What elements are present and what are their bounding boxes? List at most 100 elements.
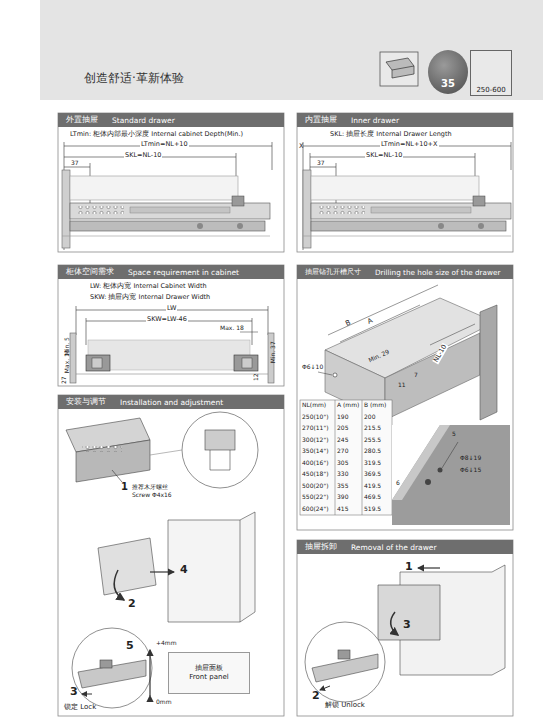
dimension-label: 锁定 Lock — [64, 704, 96, 712]
removal-drawing — [418, 567, 440, 568]
page-title: 创造舒适·革新体验 — [84, 70, 184, 87]
table-cell: 369.5 — [364, 471, 381, 478]
section-header: 抽屉拆卸Removal of the drawer — [297, 540, 513, 554]
table-cell: 600(24") — [302, 506, 329, 513]
table-cell: 300(12") — [302, 437, 329, 444]
install-drawing — [205, 430, 235, 450]
cabinet-section — [88, 340, 250, 370]
dimension-label: 0mm — [156, 699, 172, 706]
section-header: 内置抽屉Inner drawer — [297, 113, 513, 127]
install-drawing — [98, 538, 156, 595]
cabinet-section — [234, 355, 258, 371]
dimension-label: A — [367, 317, 375, 326]
dimension-label: B — [345, 319, 353, 328]
dimension-label: 11 — [398, 382, 406, 389]
panel-frames — [58, 395, 284, 716]
node-text: 35 — [441, 78, 455, 89]
node-subtext: Standard drawer — [112, 116, 175, 125]
dimension-lines — [236, 153, 237, 176]
table-cell: NL(mm) — [302, 402, 326, 409]
callout-number: 3 — [70, 686, 78, 698]
node-text: 内置抽屉 — [305, 115, 337, 125]
table-cell: 390 — [337, 494, 348, 501]
drawer-iso — [385, 333, 480, 420]
illustration — [62, 170, 270, 248]
removal-drawing — [305, 622, 385, 702]
hole-detail — [392, 425, 510, 525]
table-cell: 255.5 — [364, 437, 381, 444]
dimension-label: +4mm — [156, 640, 177, 647]
node-subtext: Installation and adjustment — [120, 398, 223, 407]
node-text: 柜体空间需求 — [66, 267, 114, 277]
table-cell: 319.5 — [364, 460, 381, 467]
cabinet-section — [70, 306, 274, 383]
table-cell: 245 — [337, 437, 348, 444]
panel-frames — [297, 113, 513, 252]
front-panel-box: 抽屉面板Front panel — [168, 652, 250, 694]
dimension-label: Min. 37 — [270, 341, 277, 363]
install-drawing — [150, 450, 182, 455]
install-drawing — [182, 412, 258, 488]
table-cell: 215.5 — [364, 425, 381, 432]
hole-detail — [425, 479, 431, 485]
callout-number: 4 — [180, 564, 188, 576]
table-cell: 550(22") — [302, 494, 329, 501]
dimension-label: 7 — [414, 372, 418, 379]
install-drawing — [149, 650, 150, 696]
node-text: 外置抽屉 — [66, 115, 98, 125]
dimension-label: 解锁 Unlock — [325, 702, 365, 710]
dimension-label: SKL: 抽屉长度 Internal Drawer Length — [330, 131, 452, 138]
dimension-label: LTmin=NL+10+X — [380, 141, 439, 148]
table-cell: A (mm) — [337, 402, 359, 409]
dimension-lines — [310, 167, 336, 168]
dimension-label: 27 — [61, 376, 68, 384]
panel-frames — [58, 113, 284, 252]
table-cell: 450(18") — [302, 471, 329, 478]
dimension-label: 6 — [396, 480, 400, 487]
hole-detail — [392, 425, 510, 525]
hole-detail — [442, 442, 458, 468]
cabinet-section — [252, 318, 253, 345]
install-drawing — [210, 450, 230, 470]
drawer-iso — [318, 372, 332, 375]
callout-number: 2 — [128, 598, 136, 610]
illustration — [303, 170, 511, 248]
drawer-iso — [328, 285, 438, 335]
dimension-label: NL-10 — [432, 343, 449, 365]
callout-number: 2 — [312, 690, 320, 702]
removal-drawing — [320, 686, 330, 690]
size-table — [335, 400, 336, 515]
panel-frames — [297, 265, 513, 530]
install-drawing — [82, 446, 122, 452]
table-cell: 355 — [337, 483, 348, 490]
hole-detail — [392, 425, 510, 525]
dimension-label: 37 — [71, 160, 79, 167]
table-cell: 200 — [364, 414, 375, 421]
dimension-label: Φ6↓15 — [460, 467, 481, 474]
dimension-label: Screw Φ4x16 — [132, 492, 172, 499]
cabinet-section — [242, 358, 252, 368]
install-drawing — [78, 660, 146, 688]
dimension-label: SKL=NL-10 — [365, 152, 403, 159]
install-drawing — [112, 470, 122, 482]
dimension-label: Φ6↓10 — [302, 364, 323, 371]
size-table — [300, 400, 392, 515]
dimension-lines — [272, 142, 273, 170]
table-cell: 415 — [337, 506, 348, 513]
dimension-label: SKW: 抽屉内宽 Internal Drawer Width — [90, 294, 210, 301]
install-drawing — [240, 520, 241, 622]
install-drawing — [100, 660, 112, 668]
cabinet-section — [240, 332, 258, 333]
table-cell: 330 — [337, 471, 348, 478]
dimension-lines — [511, 142, 512, 170]
panel-frames — [58, 265, 284, 386]
dimension-label: 推荐木牙螺丝 — [132, 484, 168, 491]
dimension-label: Min. 29 — [368, 349, 391, 364]
install-drawing — [114, 570, 124, 600]
header-band — [40, 0, 543, 100]
removal-drawing — [391, 612, 398, 635]
cabinet-section — [70, 333, 76, 383]
dimension-label: SKL=NL-10 — [124, 152, 162, 159]
install-drawing — [150, 571, 174, 572]
callout-number: 1 — [405, 561, 413, 573]
